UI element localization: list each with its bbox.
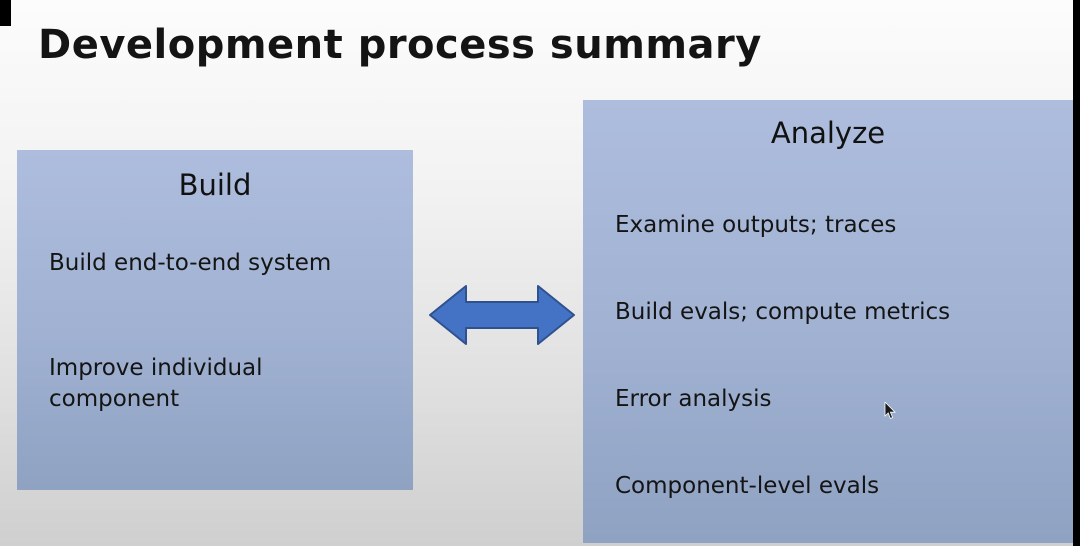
analyze-item: Component-level evals	[615, 473, 880, 500]
build-heading: Build	[178, 168, 252, 202]
video-edge-right	[1073, 0, 1080, 546]
build-item: Improve individual component	[49, 355, 263, 413]
left-right-arrow-icon	[426, 280, 578, 350]
video-edge-top-left	[0, 0, 11, 26]
analyze-box: Analyze Examine outputs; traces Build ev…	[583, 100, 1073, 543]
analyze-item: Examine outputs; traces	[615, 212, 897, 238]
slide-title: Development process summary	[38, 22, 762, 68]
analyze-heading: Analyze	[770, 116, 886, 150]
build-item: Build end-to-end system	[49, 250, 332, 276]
build-box: Build Build end-to-end system Improve in…	[17, 150, 413, 490]
analyze-item: Error analysis	[615, 386, 772, 413]
analyze-item: Build evals; compute metrics	[615, 299, 951, 326]
mouse-cursor-icon	[884, 401, 898, 422]
